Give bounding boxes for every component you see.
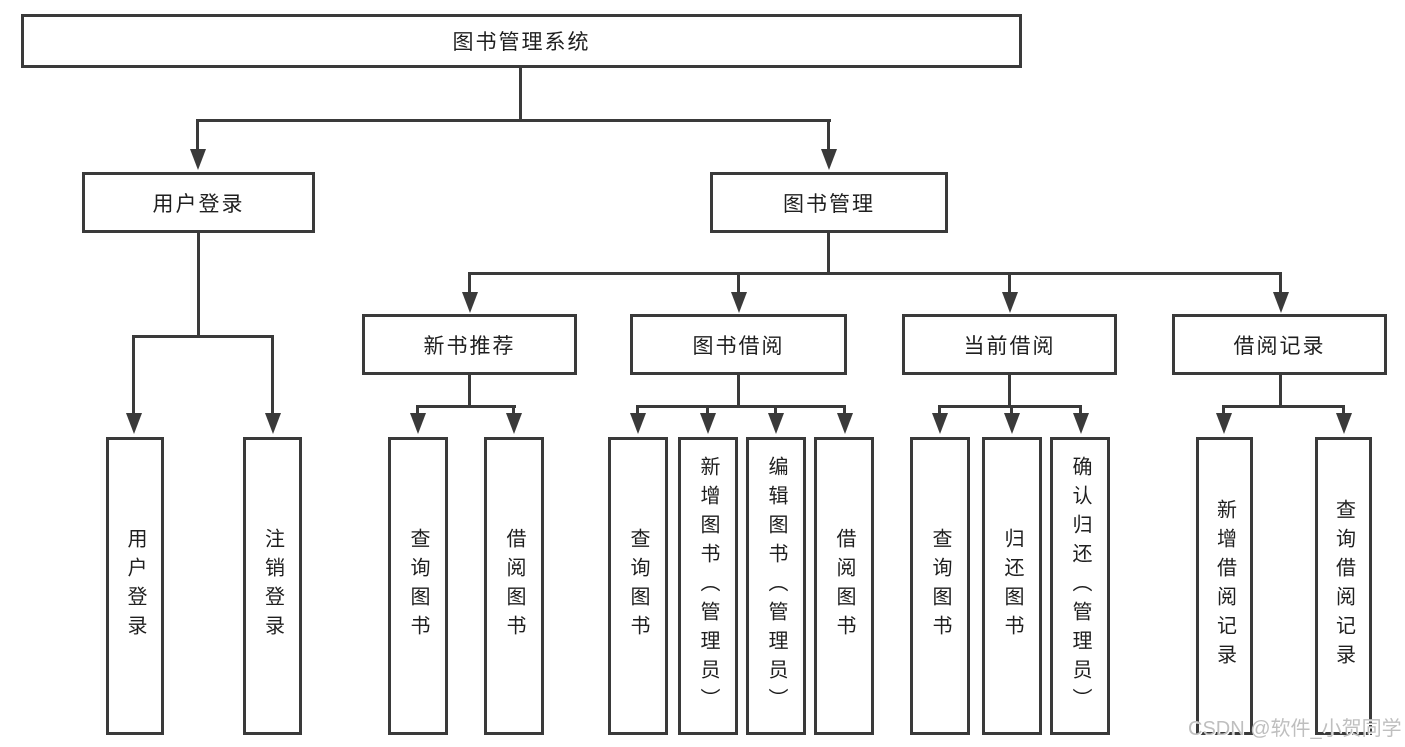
connector-drop-leaf — [512, 405, 515, 415]
connector-bar-records — [1222, 405, 1345, 408]
node-book-borrow: 图书借阅 — [630, 314, 847, 375]
connector-drop-leaf — [706, 405, 709, 415]
leaf-add-borrow-record: 新增借阅记录 — [1196, 437, 1253, 735]
leaf-logout: 注销登录 — [243, 437, 302, 735]
leaf-return-books: 归还图书 — [982, 437, 1042, 735]
connector-stem-new-book — [468, 375, 471, 407]
connector-drop-leaf — [416, 405, 419, 415]
arrow-down-icon — [506, 413, 522, 434]
leaf-user-login-label: 用户登录 — [124, 528, 146, 644]
leaf-return-books-label: 归还图书 — [1001, 528, 1023, 644]
leaf-edit-books-admin-label: 编辑图书（管理员） — [765, 455, 787, 717]
connector-drop-level3 — [1279, 272, 1282, 294]
connector-bar-new-book — [416, 405, 516, 408]
node-user-login-label: 用户登录 — [152, 192, 245, 216]
node-book-management-label: 图书管理 — [783, 192, 875, 216]
connector-stem-current — [1008, 375, 1011, 407]
connector-stem-book-borrow — [737, 375, 740, 407]
connector-drop-leaf — [1342, 405, 1345, 415]
connector-bar-book-mgmt — [468, 272, 1282, 275]
connector-stem-book-mgmt — [827, 233, 830, 275]
connector-drop-leaf — [1222, 405, 1225, 415]
leaf-borrow-books-recommend-label: 借阅图书 — [503, 528, 525, 644]
connector-drop-leaf — [843, 405, 846, 415]
leaf-query-books-current-label: 查询图书 — [929, 528, 951, 644]
arrow-down-icon — [731, 292, 747, 313]
node-new-book-recommend: 新书推荐 — [362, 314, 577, 375]
connector-drop-leaf — [1079, 405, 1082, 415]
node-user-login: 用户登录 — [82, 172, 315, 233]
node-new-book-recommend-label: 新书推荐 — [423, 334, 516, 358]
connector-bar-root — [197, 119, 831, 122]
leaf-borrow-books: 借阅图书 — [814, 437, 874, 735]
arrow-down-icon — [462, 292, 478, 313]
arrow-down-icon — [1273, 292, 1289, 313]
leaf-user-login: 用户登录 — [106, 437, 164, 735]
csdn-watermark: CSDN @软件_小贺同学 — [1188, 718, 1402, 740]
leaf-query-books-current: 查询图书 — [910, 437, 970, 735]
arrow-down-icon — [932, 413, 948, 434]
connector-drop-leaf — [271, 335, 274, 415]
arrow-down-icon — [700, 413, 716, 434]
leaf-confirm-return-admin: 确认归还（管理员） — [1050, 437, 1110, 735]
leaf-borrow-books-label: 借阅图书 — [833, 528, 855, 644]
connector-drop-leaf — [132, 335, 135, 415]
node-book-borrow-label: 图书借阅 — [692, 334, 785, 358]
arrow-down-icon — [410, 413, 426, 434]
node-book-management: 图书管理 — [710, 172, 948, 233]
connector-drop-level3 — [1008, 272, 1011, 294]
arrow-down-icon — [837, 413, 853, 434]
leaf-query-books-borrow: 查询图书 — [608, 437, 668, 735]
connector-drop-leaf — [938, 405, 941, 415]
connector-drop-leaf — [774, 405, 777, 415]
leaf-add-books-admin: 新增图书（管理员） — [678, 437, 738, 735]
leaf-add-borrow-record-label: 新增借阅记录 — [1213, 499, 1236, 673]
connector-drop-leaf — [1010, 405, 1013, 415]
node-borrow-records-label: 借阅记录 — [1233, 334, 1326, 358]
connector-drop-leaf — [636, 405, 639, 415]
leaf-query-borrow-record: 查询借阅记录 — [1315, 437, 1372, 735]
leaf-logout-label: 注销登录 — [261, 528, 284, 644]
leaf-borrow-books-recommend: 借阅图书 — [484, 437, 544, 735]
leaf-query-books-recommend-label: 查询图书 — [407, 528, 429, 644]
leaf-query-books-recommend: 查询图书 — [388, 437, 448, 735]
arrow-down-icon — [821, 149, 837, 170]
connector-drop-book-mgmt — [827, 119, 830, 151]
connector-drop-user-login — [196, 119, 199, 151]
arrow-down-icon — [1004, 413, 1020, 434]
node-current-borrow: 当前借阅 — [902, 314, 1117, 375]
connector-stem-root — [519, 68, 522, 121]
connector-drop-level3 — [468, 272, 471, 294]
leaf-query-borrow-record-label: 查询借阅记录 — [1332, 499, 1355, 673]
arrow-down-icon — [1216, 413, 1232, 434]
arrow-down-icon — [126, 413, 142, 434]
connector-bar-book-borrow — [636, 405, 846, 408]
leaf-confirm-return-admin-label: 确认归还（管理员） — [1069, 455, 1091, 717]
node-current-borrow-label: 当前借阅 — [963, 334, 1056, 358]
arrow-down-icon — [630, 413, 646, 434]
leaf-add-books-admin-label: 新增图书（管理员） — [697, 455, 719, 717]
arrow-down-icon — [768, 413, 784, 434]
arrow-down-icon — [265, 413, 281, 434]
connector-bar-user-login — [132, 335, 274, 338]
connector-stem-records — [1279, 375, 1282, 407]
leaf-edit-books-admin: 编辑图书（管理员） — [746, 437, 806, 735]
node-root-label: 图书管理系统 — [452, 31, 591, 54]
arrow-down-icon — [1002, 292, 1018, 313]
leaf-query-books-borrow-label: 查询图书 — [627, 528, 649, 644]
connector-stem-user-login — [197, 233, 200, 337]
arrow-down-icon — [1073, 413, 1089, 434]
node-borrow-records: 借阅记录 — [1172, 314, 1387, 375]
node-root: 图书管理系统 — [21, 14, 1022, 68]
arrow-down-icon — [1336, 413, 1352, 434]
arrow-down-icon — [190, 149, 206, 170]
connector-drop-level3 — [737, 272, 740, 294]
